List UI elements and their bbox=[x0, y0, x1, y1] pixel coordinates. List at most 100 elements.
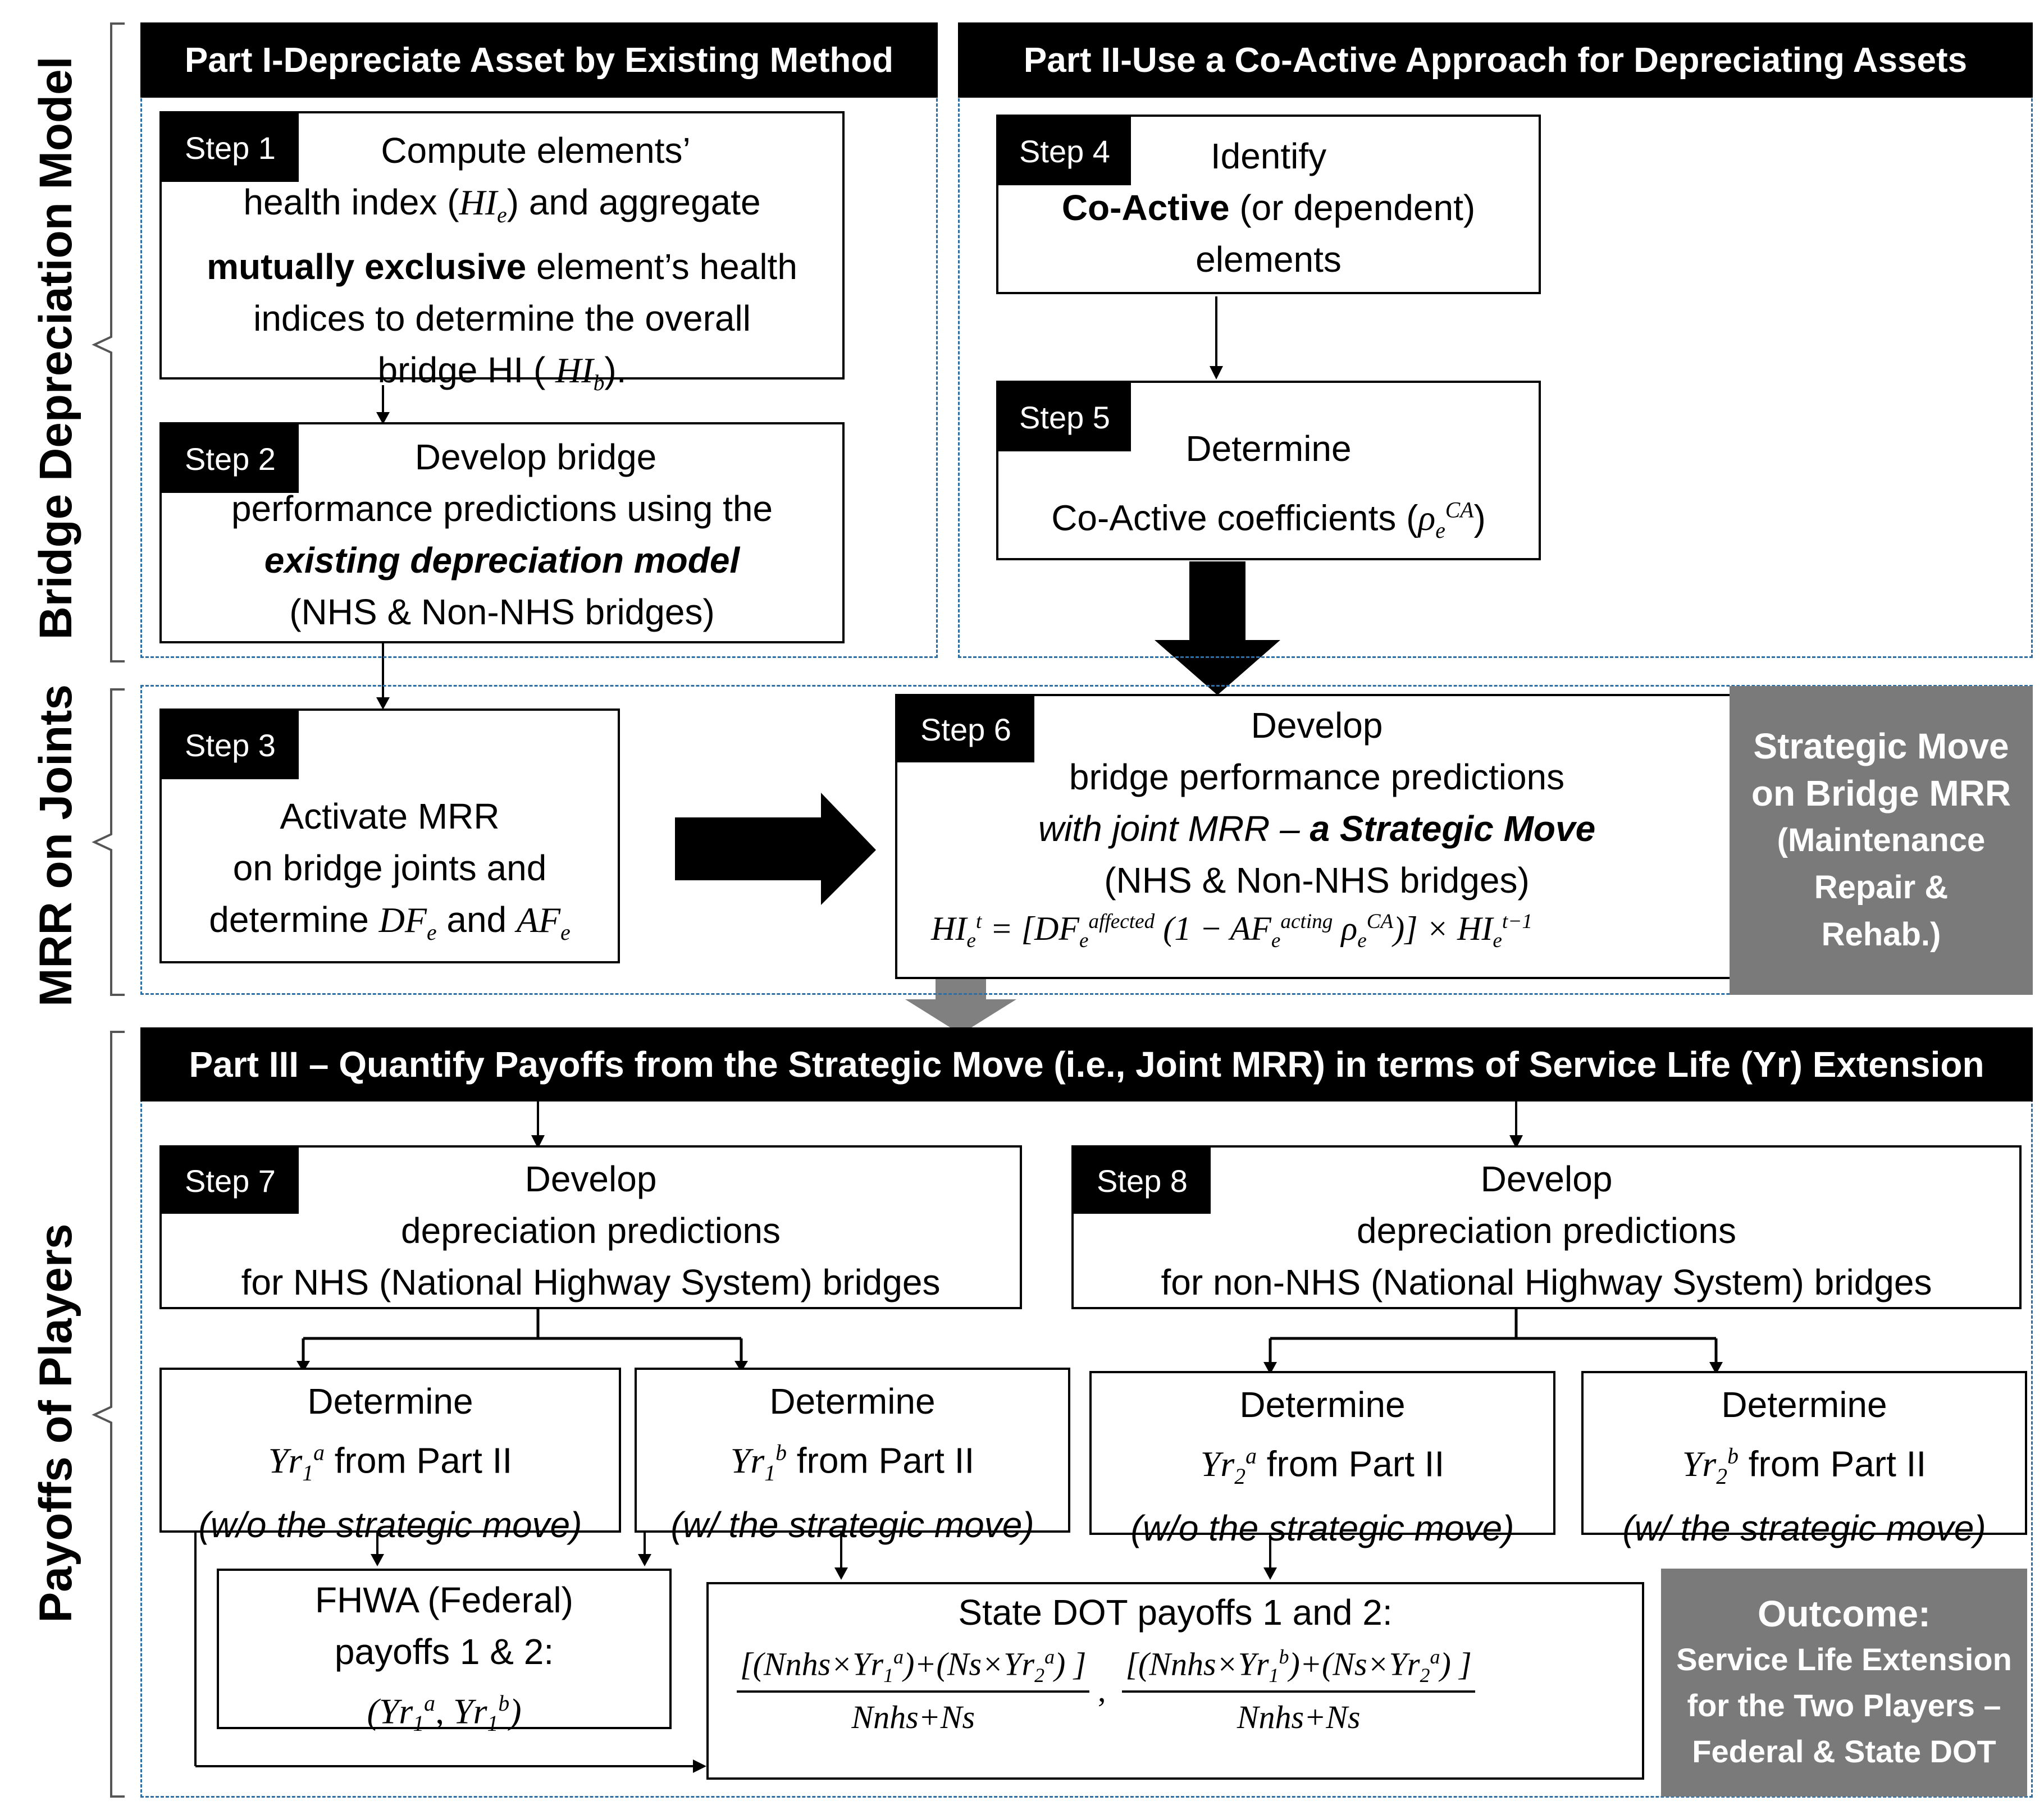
step6-line3b: a Strategic Move bbox=[1310, 808, 1596, 849]
determine-yr2b-from: from Part II bbox=[1738, 1443, 1927, 1484]
step1-line5b: ). bbox=[604, 349, 627, 390]
step8-line1: Develop bbox=[1480, 1159, 1613, 1199]
strategic-l3: (Maintenance bbox=[1777, 822, 1986, 858]
strategic-l2: on Bridge MRR bbox=[1751, 773, 2011, 813]
state-dot-title: State DOT payoffs 1 and 2: bbox=[958, 1592, 1393, 1633]
step5-text: Determine Co-Active coefficients (ρeCA) bbox=[998, 418, 1539, 561]
strategic-l4: Repair & bbox=[1814, 869, 1949, 906]
step1-line1: Compute elements’ bbox=[381, 130, 691, 171]
step1-line3a: mutually exclusive bbox=[207, 246, 527, 287]
strategic-l1: Strategic Move bbox=[1753, 726, 2009, 766]
step2-line3: existing depreciation model bbox=[264, 540, 740, 581]
determine-yr1b-title: Determine bbox=[769, 1381, 936, 1422]
determine-yr1a-note: (w/o the strategic move) bbox=[198, 1505, 582, 1546]
step8-line2: depreciation predictions bbox=[1357, 1210, 1736, 1251]
step5-label: Step 5 bbox=[998, 383, 1131, 451]
section-label-bridge-depreciation: Bridge Depreciation Model bbox=[30, 56, 81, 640]
step4-label: Step 4 bbox=[998, 117, 1131, 185]
part2-header: Part II-Use a Co-Active Approach for Dep… bbox=[958, 22, 2033, 98]
step3-text: Activate MRR on bridge joints and determ… bbox=[162, 790, 618, 958]
step7-line1: Develop bbox=[524, 1159, 657, 1199]
step4-line1: Identify bbox=[1210, 136, 1327, 176]
step4-text: Identify Co-Active (or dependent) elemen… bbox=[998, 130, 1539, 285]
determine-yr1a-from: from Part II bbox=[324, 1440, 513, 1481]
step1-line2a: health index ( bbox=[243, 182, 459, 222]
step1-line4: indices to determine the overall bbox=[253, 298, 751, 339]
step6-equation: HIet = [DFeaffected (1 − AFeacting ρeCA)… bbox=[931, 910, 1532, 952]
strategic-move-box: Strategic Move on Bridge MRR (Maintenanc… bbox=[1730, 686, 2033, 995]
big-right-arrow bbox=[675, 793, 876, 905]
fhwa-line2: payoffs 1 & 2: bbox=[334, 1631, 554, 1672]
outcome-l4: Federal & State DOT bbox=[1692, 1734, 1996, 1769]
step6-line3a: with joint MRR – bbox=[1038, 808, 1310, 849]
step3-box: Step 3 Activate MRR on bridge joints and… bbox=[159, 709, 620, 963]
section-label-mrr-joints: MRR on Joints bbox=[30, 684, 81, 1007]
step3-line2: on bridge joints and bbox=[232, 848, 547, 888]
big-down-arrow bbox=[1155, 561, 1280, 695]
step1-line5a: bridge HI ( bbox=[377, 349, 556, 390]
step2-line1: Develop bridge bbox=[414, 437, 657, 477]
outcome-l3: for the Two Players – bbox=[1687, 1688, 2001, 1723]
determine-yr1a-box: Determine Yr1a from Part II (w/o the str… bbox=[159, 1368, 621, 1545]
step2-label: Step 2 bbox=[162, 424, 299, 493]
step3-line1: Activate MRR bbox=[280, 796, 500, 837]
step8-box: Step 8 Develop depreciation predictions … bbox=[1071, 1145, 2022, 1309]
step7-text: Develop depreciation predictions for NHS… bbox=[162, 1153, 1020, 1308]
step8-text: Develop depreciation predictions for non… bbox=[1074, 1153, 2019, 1308]
step7-line3: for NHS (National Highway System) bridge… bbox=[241, 1262, 941, 1302]
step6-line4: (NHS & Non-NHS bridges) bbox=[1104, 860, 1530, 901]
step4-line3: elements bbox=[1196, 239, 1342, 280]
step3-line3a: determine bbox=[209, 899, 379, 940]
strategic-l5: Rehab.) bbox=[1821, 916, 1941, 953]
state-dot-formula: [(Nnhs×Yr1a)+(Ns×Yr2a) ]Nnhs+Ns , [(Nnhs… bbox=[737, 1645, 1475, 1736]
fhwa-line1: FHWA (Federal) bbox=[315, 1580, 573, 1620]
step6-box: Step 6 Develop bridge performance predic… bbox=[895, 694, 1739, 979]
determine-yr1b-box: Determine Yr1b from Part II (w/ the stra… bbox=[635, 1368, 1070, 1545]
outcome-l1: Outcome: bbox=[1757, 1593, 1931, 1634]
step5-line2a: Co-Active coefficients ( bbox=[1051, 497, 1418, 538]
step1-label: Step 1 bbox=[162, 113, 299, 182]
step2-text: Develop bridge performance predictions u… bbox=[162, 431, 842, 638]
step8-line3: for non-NHS (National Highway System) br… bbox=[1161, 1262, 1932, 1302]
step2-line2: performance predictions using the bbox=[231, 488, 773, 529]
determine-yr2a-from: from Part II bbox=[1256, 1443, 1445, 1484]
step5-line2b: ) bbox=[1473, 497, 1486, 538]
gray-down-arrow bbox=[905, 967, 1016, 1034]
step7-line2: depreciation predictions bbox=[401, 1210, 781, 1251]
determine-yr2a-box: Determine Yr2a from Part II (w/o the str… bbox=[1089, 1371, 1555, 1548]
part3-header: Part III – Quantify Payoffs from the Str… bbox=[140, 1027, 2033, 1101]
determine-yr2a-title: Determine bbox=[1239, 1384, 1406, 1425]
state-dot-payoffs-box: State DOT payoffs 1 and 2: [(Nnhs×Yr1a)+… bbox=[706, 1582, 1644, 1780]
brace-bridge-depreciation bbox=[92, 22, 125, 662]
determine-yr2b-title: Determine bbox=[1721, 1384, 1887, 1425]
determine-yr2b-box: Determine Yr2b from Part II (w/ the stra… bbox=[1581, 1371, 2027, 1548]
outcome-box: Outcome: Service Life Extension for the … bbox=[1661, 1569, 2027, 1797]
step1-box: Step 1 Compute elements’ health index (H… bbox=[159, 111, 845, 395]
step6-text: Develop bridge performance predictions w… bbox=[897, 700, 1736, 906]
step2-box: Step 2 Develop bridge performance predic… bbox=[159, 422, 845, 643]
part1-header: Part I-Depreciate Asset by Existing Meth… bbox=[140, 22, 938, 98]
step4-line2b: (or dependent) bbox=[1229, 188, 1476, 228]
determine-yr1b-from: from Part II bbox=[786, 1440, 975, 1481]
determine-yr1a-title: Determine bbox=[307, 1381, 473, 1422]
step8-label: Step 8 bbox=[1074, 1148, 1211, 1214]
step4-line2a: Co-Active bbox=[1061, 188, 1230, 228]
determine-yr1b-note: (w/ the strategic move) bbox=[670, 1505, 1034, 1546]
brace-payoffs bbox=[92, 1031, 125, 1798]
outcome-l2: Service Life Extension bbox=[1676, 1642, 2012, 1677]
step7-label: Step 7 bbox=[162, 1148, 299, 1214]
step1-line2b: ) and aggregate bbox=[507, 182, 761, 222]
step1-line3b: element’s health bbox=[526, 246, 797, 287]
step3-label: Step 3 bbox=[162, 711, 299, 779]
step3-line3b: and bbox=[436, 899, 517, 940]
section-label-payoffs: Payoffs of Players bbox=[30, 1223, 81, 1623]
determine-yr2b-note: (w/ the strategic move) bbox=[1622, 1508, 1986, 1549]
step6-line2: bridge performance predictions bbox=[1069, 757, 1565, 797]
fhwa-payoffs-box: FHWA (Federal) payoffs 1 & 2: (Yr1a, Yr1… bbox=[217, 1569, 672, 1736]
step5-box: Step 5 Determine Co-Active coefficients … bbox=[996, 381, 1541, 560]
brace-mrr-joints bbox=[92, 688, 125, 996]
determine-yr2a-note: (w/o the strategic move) bbox=[1130, 1508, 1514, 1549]
step6-line1: Develop bbox=[1251, 705, 1383, 746]
step5-line1: Determine bbox=[1185, 428, 1352, 469]
